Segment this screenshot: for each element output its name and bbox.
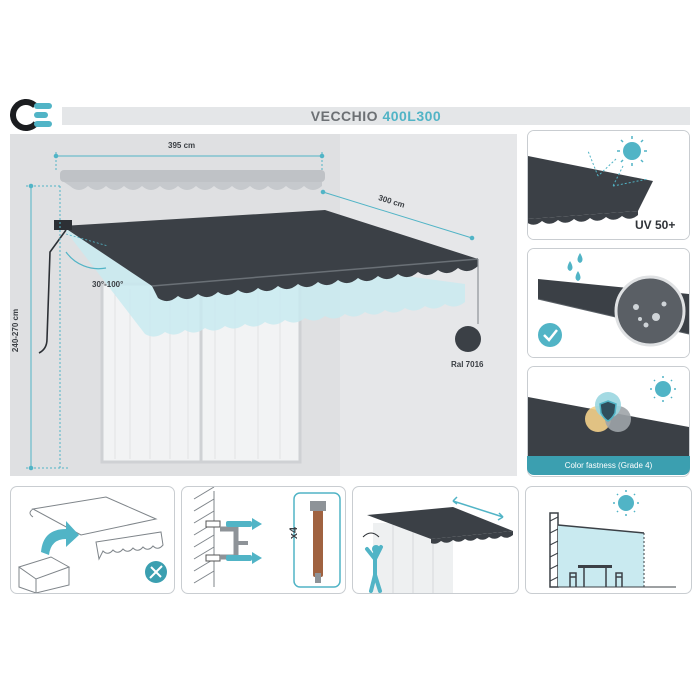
waterproof-illustration <box>528 249 689 357</box>
waterproof-panel <box>527 248 690 358</box>
shade-panel <box>525 486 692 594</box>
title-bar <box>62 107 690 125</box>
shade-illustration <box>549 490 676 588</box>
uv-protection-panel: UV 50+ <box>527 130 690 240</box>
wall-mount-panel: x4 <box>181 486 346 594</box>
model-number: 400L300 <box>382 108 442 124</box>
brand-name: VECCHIO <box>310 108 379 124</box>
wall-bracket-illustration <box>193 487 341 588</box>
color-fastness-label: Color fastness (Grade 4) <box>527 456 690 475</box>
easy-assembly-panel <box>10 486 175 594</box>
product-title: VECCHIO 400L300 <box>62 107 690 125</box>
height-dimension-label: 240-270 cm <box>11 308 21 353</box>
uv-rating-label: UV 50+ <box>635 218 676 232</box>
angle-label: 30°-100° <box>92 280 124 289</box>
uv-illustration <box>528 131 689 239</box>
awning-illustration <box>10 134 481 476</box>
brand-logo <box>10 99 52 131</box>
retractable-panel <box>352 486 519 594</box>
color-swatch-label: Ral 7016 <box>451 360 484 369</box>
screw-count-label: x4 <box>288 526 301 540</box>
width-dimension-label: 395 cm <box>168 141 196 150</box>
assembly-illustration <box>17 496 167 593</box>
retract-illustration <box>362 496 513 593</box>
